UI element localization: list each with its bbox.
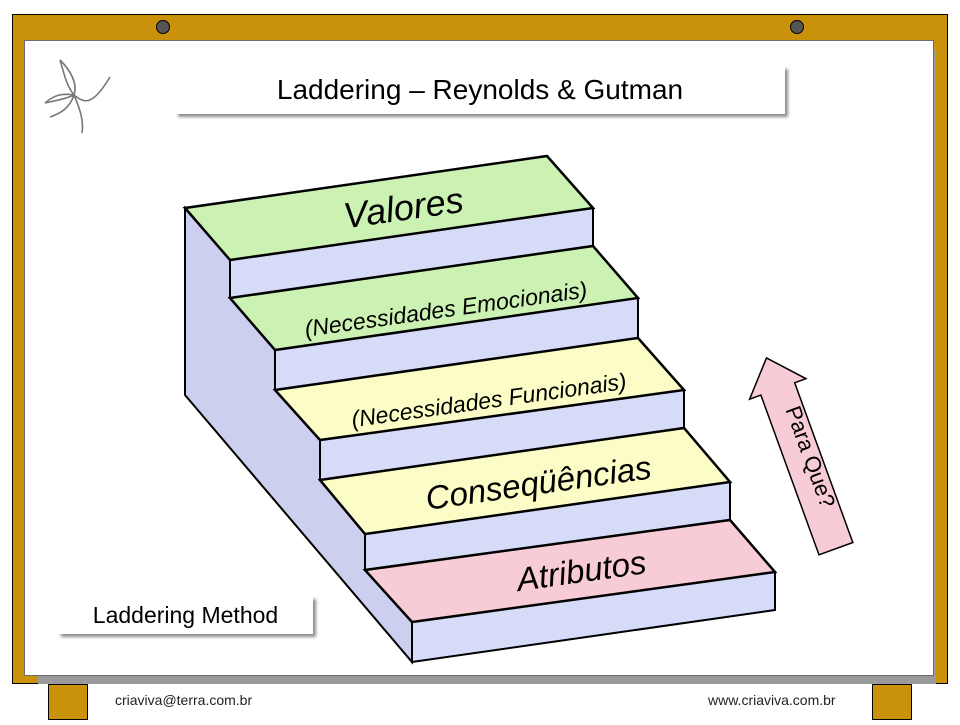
footer-website: www.criaviva.com.br <box>708 692 836 708</box>
caption-box: Laddering Method <box>58 596 313 634</box>
pin-icon <box>790 20 804 34</box>
stair-tread-1 <box>182 154 596 262</box>
page-title: Laddering – Reynolds & Gutman <box>276 74 684 105</box>
pin-icon <box>156 20 170 34</box>
board-leg-right <box>872 684 912 720</box>
title-box: Laddering – Reynolds & Gutman <box>175 66 785 114</box>
arrow-up-icon <box>748 356 854 556</box>
caption-label: Laddering Method <box>92 601 279 628</box>
footer-email: criaviva@terra.com.br <box>115 692 253 708</box>
para-que-arrow: Para Que? <box>748 356 854 556</box>
bird-icon <box>40 55 115 140</box>
stair-tread-5 <box>362 518 778 624</box>
stair-tread-4 <box>317 426 733 536</box>
stair-tread-2 <box>227 244 641 352</box>
stair-tread-3 <box>272 336 687 442</box>
